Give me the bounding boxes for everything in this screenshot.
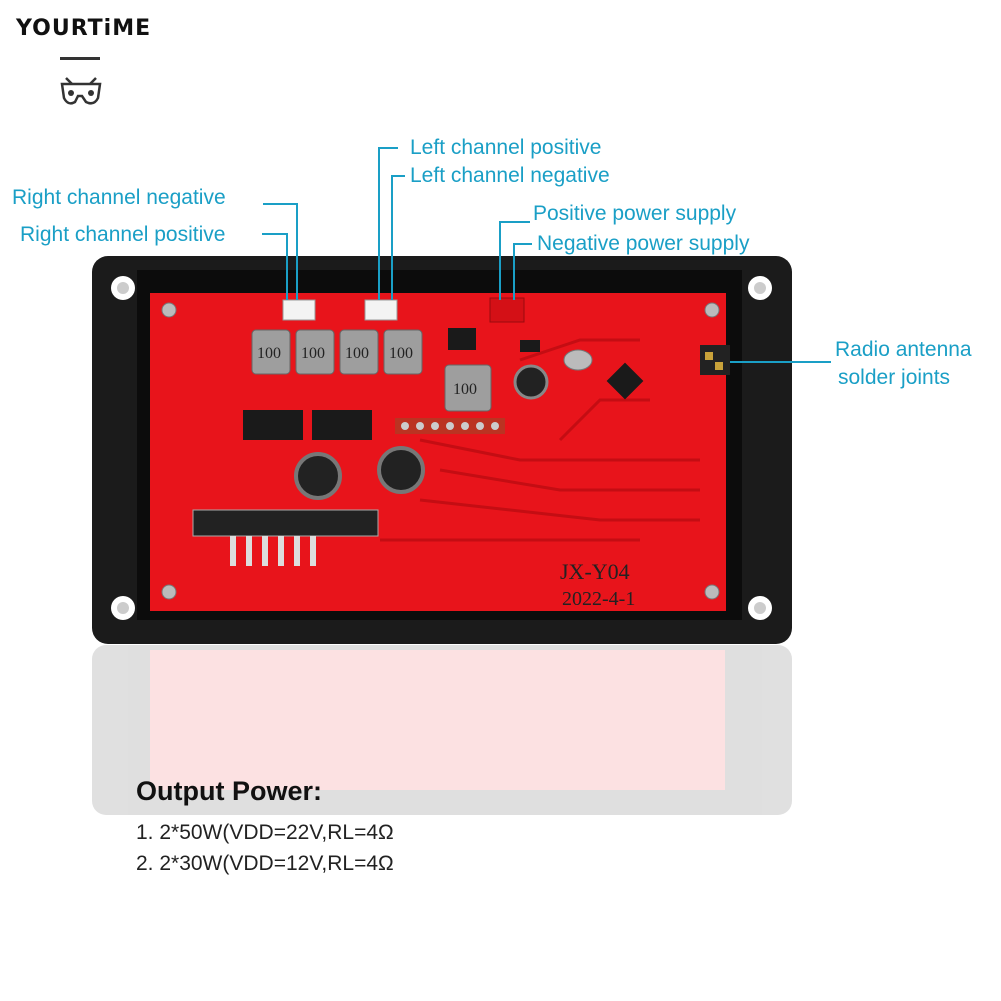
- callout-right-negative: Right channel negative: [12, 186, 226, 209]
- inductor-label: 100: [389, 345, 413, 362]
- capacitor: [294, 452, 342, 500]
- glasses-icon: [60, 77, 102, 105]
- callout-antenna-line1: Radio antenna: [835, 338, 972, 361]
- board-date: 2022-4-1: [562, 588, 635, 610]
- inductor-label: 100: [257, 345, 281, 362]
- leader-lines: [262, 147, 831, 363]
- callout-left-positive: Left channel positive: [410, 136, 602, 159]
- power-pads: [489, 297, 525, 323]
- board-model: JX-Y04: [560, 559, 630, 584]
- antenna-pads: [700, 345, 730, 375]
- capacitor: [513, 364, 549, 400]
- output-power-title: Output Power:: [136, 776, 322, 806]
- callout-antenna-line2: solder joints: [838, 366, 951, 389]
- output-power-item: 2. 2*30W(VDD=12V,RL=4Ω: [136, 852, 394, 875]
- board-reflection: [92, 645, 792, 815]
- capacitor: [377, 446, 425, 494]
- flex-connector: [192, 509, 379, 537]
- brand-name: YOURTiME: [16, 16, 152, 41]
- inductor-label: 100: [453, 381, 477, 398]
- crystal: [563, 349, 593, 371]
- inductor-label: 100: [345, 345, 369, 362]
- output-power-item: 1. 2*50W(VDD=22V,RL=4Ω: [136, 821, 394, 844]
- callout-power-positive: Positive power supply: [533, 202, 737, 225]
- callout-left-negative: Left channel negative: [410, 164, 610, 187]
- left-channel-connector: [364, 299, 398, 321]
- brand-divider: [60, 57, 100, 60]
- callout-power-negative: Negative power supply: [537, 232, 750, 255]
- right-channel-connector: [282, 299, 316, 321]
- inductor-label: 100: [301, 345, 325, 362]
- callout-right-positive: Right channel positive: [20, 223, 226, 246]
